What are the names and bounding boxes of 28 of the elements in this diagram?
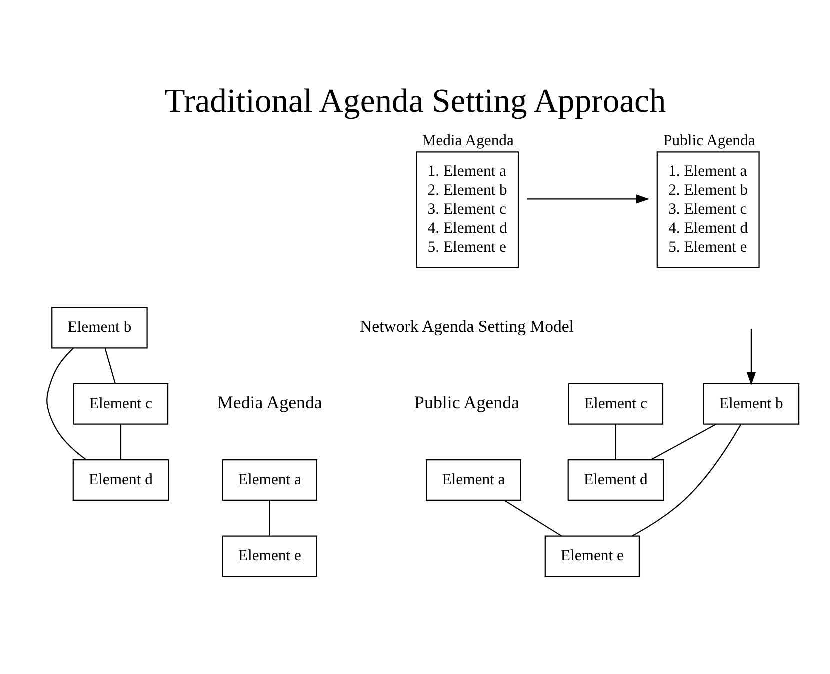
connector — [650, 423, 716, 460]
node-box: Element b — [702, 382, 800, 424]
node-box: 1. Element a 2. Element b 3. Element c 4. Element d 5. Element e — [416, 151, 519, 268]
label: Network Agenda Setting Model — [360, 316, 574, 336]
arrow — [526, 194, 650, 204]
connector — [632, 424, 742, 536]
connector — [614, 424, 616, 460]
diagram-title: Traditional Agenda Setting Approach — [164, 82, 666, 120]
connector — [268, 500, 270, 536]
arrow — [746, 328, 756, 385]
node-label: Public Agenda — [663, 132, 755, 150]
node-box: Element c — [568, 382, 664, 424]
label: Public Agenda — [414, 392, 519, 412]
connector — [46, 347, 86, 460]
node-label: Media Agenda — [422, 132, 514, 150]
node-box: Element b — [51, 306, 148, 348]
node-box: 1. Element a 2. Element b 3. Element c 4. Element d 5. Element e — [656, 151, 760, 268]
node-box: Element d — [567, 459, 664, 500]
node-box: Element e — [222, 535, 318, 577]
connector — [120, 424, 122, 460]
connector — [504, 500, 562, 536]
node-box: Element e — [544, 535, 640, 577]
label: Media Agenda — [216, 392, 322, 412]
node-box: Element d — [72, 459, 169, 500]
node-box: Element c — [72, 382, 168, 424]
connector — [104, 348, 116, 384]
node-box: Element a — [222, 459, 318, 500]
node-box: Element a — [426, 459, 521, 500]
